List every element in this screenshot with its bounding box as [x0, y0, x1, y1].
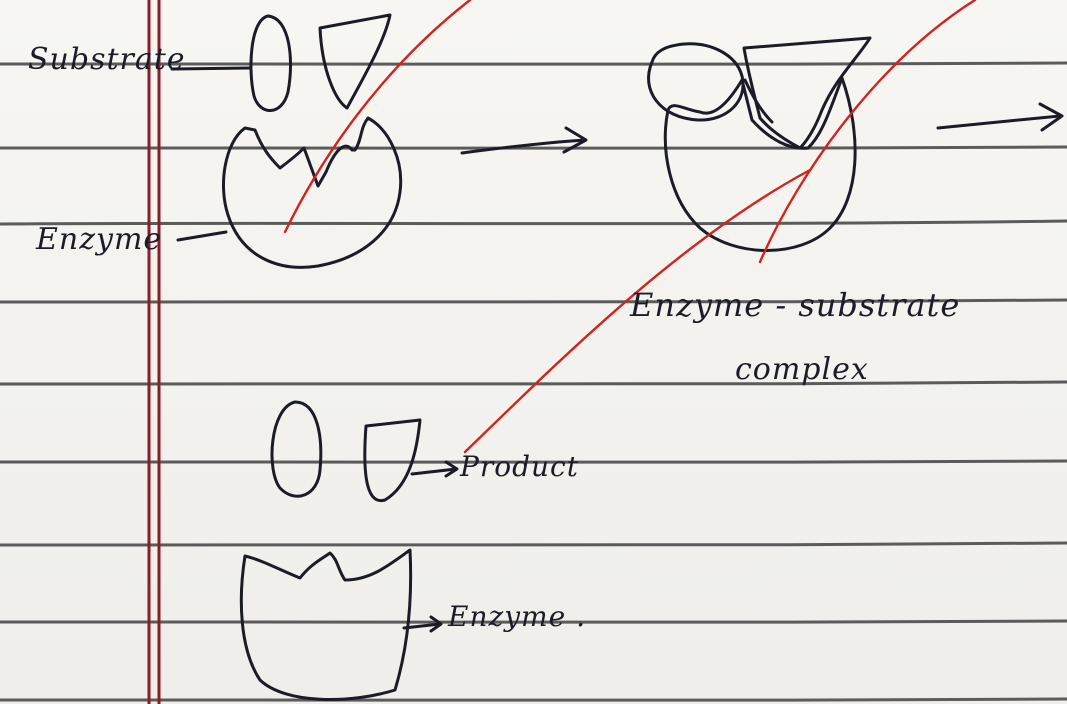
- product-label: Product: [460, 450, 579, 483]
- margin-lines: [149, 0, 159, 704]
- reaction-arrow-2: [938, 116, 1060, 128]
- product-trapezoid-shape: [365, 420, 420, 501]
- complex-oval-shape: [649, 44, 744, 120]
- enzyme-label: Enzyme: [36, 222, 162, 257]
- complex-label-line2: complex: [735, 352, 869, 387]
- substrate-trapezoid-shape: [320, 15, 390, 108]
- red-tick-mark: [285, 0, 470, 232]
- enzyme-shape: [223, 118, 400, 267]
- enzyme-bottom-label: Enzyme .: [448, 600, 586, 633]
- enzyme-bottom-shape: [241, 550, 410, 699]
- substrate-label: Substrate: [28, 42, 186, 77]
- complex-label-line1: Enzyme - substrate: [630, 286, 960, 324]
- product-oval-shape: [272, 402, 321, 496]
- ink-drawings: [172, 15, 1062, 699]
- enzyme-pointer-line: [178, 232, 226, 240]
